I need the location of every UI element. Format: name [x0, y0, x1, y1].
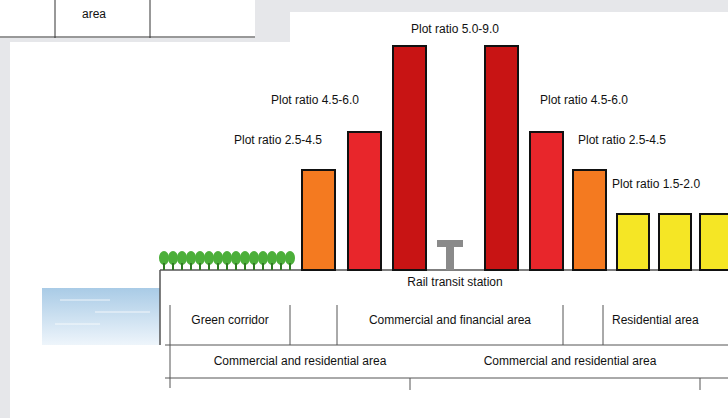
building-bar — [659, 214, 691, 270]
tree-trunk — [199, 263, 201, 270]
table-rule — [55, 0, 56, 38]
tree-trunk — [163, 263, 165, 270]
tree — [276, 251, 286, 265]
table-rule — [0, 37, 255, 38]
tree-trunk — [271, 263, 273, 270]
zone-dividers — [165, 305, 728, 390]
building-bar — [302, 170, 335, 270]
tree — [240, 251, 250, 265]
tree-trunk — [262, 263, 264, 270]
zone-label: Commercial and residential area — [214, 355, 387, 369]
tree-trunk — [226, 263, 228, 270]
tree — [186, 251, 196, 265]
tree-trunk — [208, 263, 210, 270]
tree-trunk — [253, 263, 255, 270]
tree — [285, 251, 295, 265]
table-cell: area — [82, 8, 106, 22]
station-symbol — [437, 240, 463, 270]
tree-trunk — [280, 263, 282, 270]
plot-ratio-label: Plot ratio 4.5-6.0 — [271, 94, 359, 108]
plot-ratio-label: Plot ratio 2.5-4.5 — [234, 134, 322, 148]
tree — [222, 251, 232, 265]
tree-trunk — [244, 263, 246, 270]
ground-edge — [159, 270, 161, 345]
water-ripples — [55, 300, 150, 324]
plot-ratio-label: Plot ratio 2.5-4.5 — [578, 134, 666, 148]
zone-label: Green corridor — [191, 314, 268, 328]
building-bar — [530, 132, 563, 270]
zone-label: Residential area — [612, 314, 699, 328]
zone-label: Commercial and residential area — [484, 355, 657, 369]
tree-row — [159, 251, 295, 270]
tree — [249, 251, 259, 265]
tree — [159, 251, 169, 265]
tree-trunk — [235, 263, 237, 270]
tree-trunk — [217, 263, 219, 270]
building-bars — [302, 46, 728, 270]
tree-trunk — [289, 263, 291, 270]
tree — [267, 251, 277, 265]
building-bar — [348, 132, 381, 270]
tree — [168, 251, 178, 265]
tree — [177, 251, 187, 265]
tree-trunk — [190, 263, 192, 270]
building-bar — [617, 214, 649, 270]
tree — [213, 251, 223, 265]
tree — [204, 251, 214, 265]
building-bar — [700, 214, 728, 270]
building-bar — [393, 46, 426, 270]
tree-trunk — [181, 263, 183, 270]
table-fragment — [0, 0, 255, 38]
table-rule — [150, 0, 151, 38]
plot-ratio-label: Plot ratio 1.5-2.0 — [612, 178, 700, 192]
tree-trunk — [172, 263, 174, 270]
plot-ratio-label: Plot ratio 5.0-9.0 — [411, 23, 499, 37]
tree — [195, 251, 205, 265]
plot-ratio-label: Plot ratio 4.5-6.0 — [540, 94, 628, 108]
station-label: Rail transit station — [407, 276, 502, 290]
zone-label: Commercial and financial area — [369, 314, 531, 328]
tree — [231, 251, 241, 265]
panel-background — [10, 42, 728, 418]
building-bar — [485, 46, 518, 270]
building-bar — [573, 170, 606, 270]
tree — [258, 251, 268, 265]
water-body — [42, 288, 160, 345]
